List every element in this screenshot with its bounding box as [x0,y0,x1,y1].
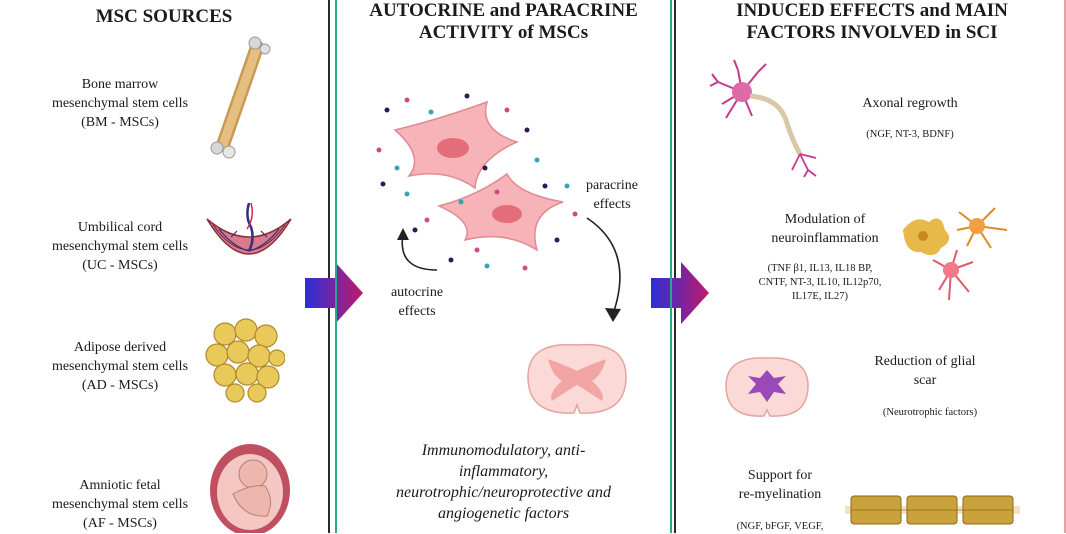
neuroinflammation-factors: (TNF β1, IL13, IL18 BP,CNTF, NT-3, IL10,… [758,263,882,302]
neuron-icon [709,59,817,178]
effect-arrows [397,217,621,322]
glial-cells-icon [903,207,1008,301]
factors-text: Immunomodulatory, anti-inflammatory, neu… [396,442,611,522]
fetus-icon [210,444,290,533]
big-arrow-icon [305,262,363,324]
umbilical-cord-icon [206,202,292,255]
bone-icon [210,36,271,159]
glial-scar-icon [725,357,809,417]
big-arrow-icon [651,262,709,324]
axonal-regrowth-heading: Axonal regrowth [862,96,958,111]
spinal-cord-icon [527,343,627,414]
adipose-tissue-icon [205,318,285,403]
axonal-regrowth-factors: (NGF, NT-3, BDNF) [866,129,954,140]
msc-sources-title: MSC SOURCES [95,6,233,27]
glial-scar-factors: (Neurotrophic factors) [882,407,978,418]
divider-line-2 [674,0,676,533]
divider-line-1 [328,0,330,533]
msc-cells-icon [376,93,578,271]
remyelination-factors: (NGF, bFGF, VEGF, [736,521,824,532]
myelin-icon [845,495,1020,525]
